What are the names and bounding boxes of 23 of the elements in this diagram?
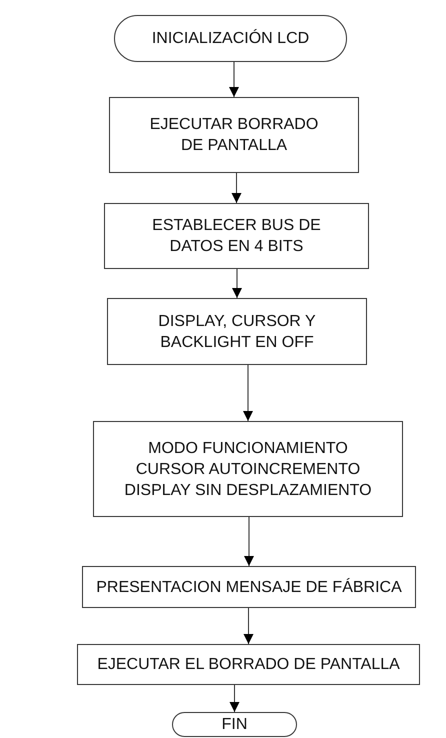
- node-label: DISPLAY, CURSOR Y BACKLIGHT EN OFF: [157, 312, 317, 352]
- terminal-shape: [172, 712, 297, 737]
- process-box: [93, 421, 403, 517]
- process-box: [109, 97, 359, 173]
- node-label: INICIALIZACIÓN LCD: [152, 28, 310, 49]
- node-label: FIN: [222, 715, 248, 735]
- arrow: [232, 268, 242, 298]
- terminal-shape: [114, 15, 347, 62]
- node-label: PRESENTACION MENSAJE DE FÁBRICA: [96, 577, 402, 598]
- process-box: [104, 203, 369, 269]
- process-box: [77, 644, 420, 685]
- arrow: [244, 516, 254, 566]
- arrow: [244, 608, 254, 644]
- node-label: ESTABLECER BUS DE DATOS EN 4 BITS: [151, 216, 322, 257]
- arrow: [232, 172, 242, 204]
- arrow: [229, 62, 239, 98]
- node-label: EJECUTAR EL BORRADO DE PANTALLA: [97, 655, 400, 675]
- node-label: EJECUTAR BORRADO DE PANTALLA: [148, 115, 320, 156]
- node-label: MODO FUNCIONAMIENTO CURSOR AUTOINCREMENTO DISPLAY SIN DESPLAZAMIENTO: [123, 438, 373, 500]
- process-box: [107, 298, 367, 365]
- arrow: [243, 364, 253, 422]
- arrow: [230, 684, 240, 712]
- process-box: [82, 566, 416, 608]
